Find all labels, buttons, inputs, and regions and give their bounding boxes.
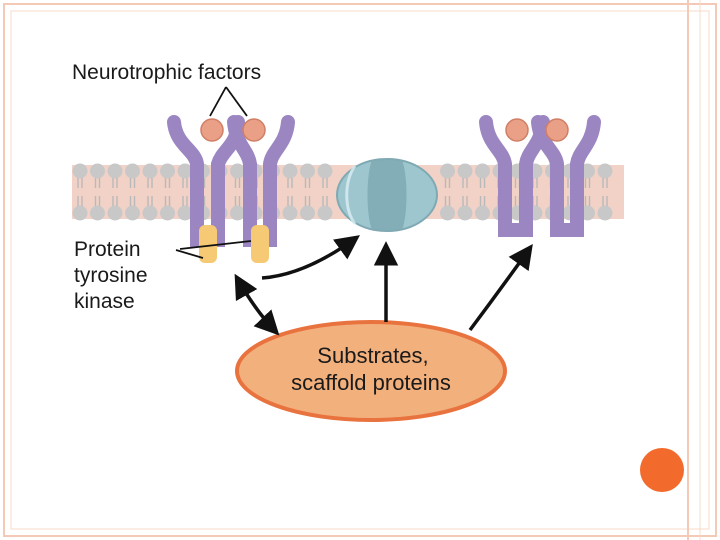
lipid-head [475, 163, 490, 179]
lipid-head [107, 163, 123, 179]
lipid-head [160, 163, 175, 179]
neurotrophic-factor-ligands [200, 118, 569, 142]
protein-tyrosine-kinase-label: Protein tyrosine kinase [74, 238, 153, 313]
signaling-arrows [234, 235, 533, 336]
lipid-head [142, 205, 158, 221]
substrates-ellipse: Substrates, scaffold proteins [235, 320, 507, 422]
receptor-right-2 [531, 115, 601, 237]
lipid-head [475, 205, 490, 221]
lipid-head [142, 163, 158, 179]
arrow-kinase-to-substrates [234, 273, 280, 336]
lipid-head [160, 205, 175, 221]
kinase-pointer-2 [179, 240, 252, 250]
arrow-kinase-to-channel [261, 235, 360, 280]
decorative-dot [640, 448, 684, 492]
lipid-head [72, 205, 88, 221]
kinase-label-line-3: kinase [74, 290, 135, 313]
ligand-pointer-right [225, 86, 248, 117]
lipid-head [90, 205, 105, 221]
lipid-head [597, 205, 613, 221]
lipid-head [440, 205, 455, 221]
lipid-head [177, 205, 193, 221]
lipid-head [597, 163, 613, 179]
lipid-head [282, 205, 298, 221]
lipid-head [177, 163, 193, 179]
substrates-label-line-1: Substrates, [317, 343, 428, 368]
lipid-head [300, 205, 315, 221]
kinase-label-line-1: Protein [74, 238, 141, 261]
lipid-head [282, 163, 298, 179]
ligand-pointer-left [209, 86, 227, 117]
lipid-head [125, 163, 140, 179]
lipid-head [125, 205, 140, 221]
lipid-head [72, 163, 88, 179]
membrane-channel [336, 158, 438, 232]
lipid-head [230, 163, 245, 179]
lipid-head [317, 205, 333, 221]
lipid-head [317, 163, 333, 179]
kinase-pointer-1 [175, 249, 204, 259]
lipid-head [457, 163, 473, 179]
arrow-substrates-to-receptor [468, 244, 533, 332]
neurotrophic-factors-label: Neurotrophic factors [72, 61, 261, 84]
substrates-label: Substrates, scaffold proteins [291, 343, 451, 395]
lipid-head [90, 163, 105, 179]
substrates-label-line-2: scaffold proteins [291, 370, 451, 395]
kinase-label-line-2: tyrosine [74, 264, 148, 287]
lipid-head [300, 163, 315, 179]
lipid-head [457, 205, 473, 221]
receptor-left-2 [227, 115, 295, 263]
lipid-head [230, 205, 245, 221]
lipid-head [440, 163, 455, 179]
lipid-head [107, 205, 123, 221]
